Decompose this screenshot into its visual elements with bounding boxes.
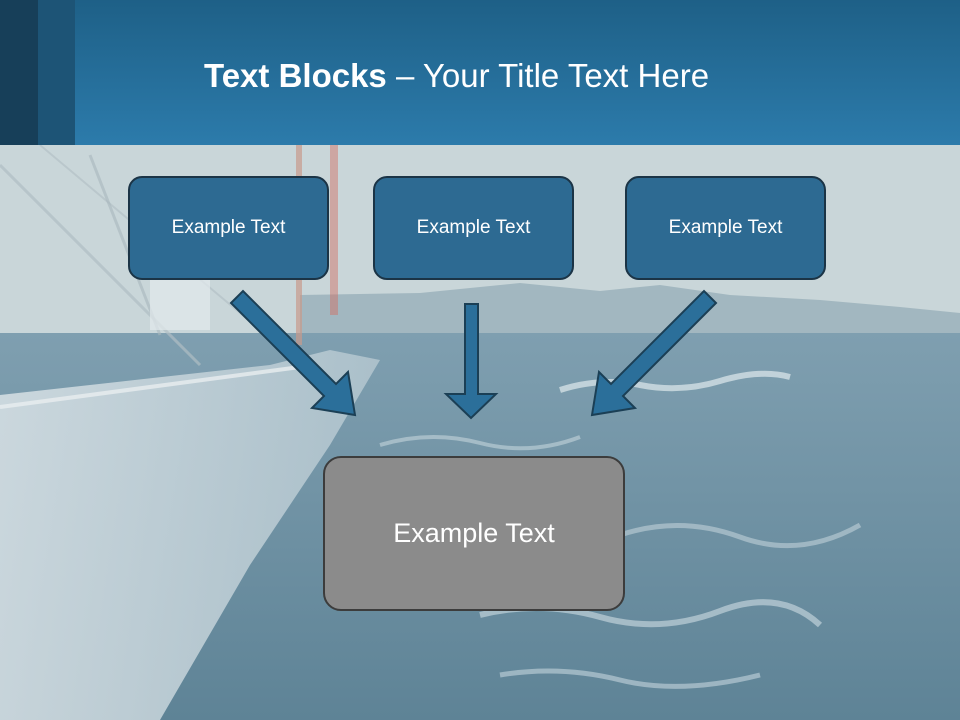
slide-title-rest: – Your Title Text Here [386, 57, 710, 94]
text-block-1-label: Example Text [171, 217, 286, 238]
header-accent-strip [38, 0, 75, 145]
text-block-1: Example Text [128, 176, 329, 280]
title-bar: Text Blocks – Your Title Text Here [0, 0, 960, 145]
text-block-2: Example Text [373, 176, 574, 280]
main-text-block-label: Example Text [393, 518, 555, 548]
slide-title: Text Blocks – Your Title Text Here [204, 52, 709, 100]
arrow-center-down [443, 303, 499, 420]
header-accent-strip [0, 0, 38, 145]
slide-title-bold: Text Blocks [204, 57, 387, 94]
arrow-right-diagonal [590, 289, 718, 417]
text-block-3-label: Example Text [668, 217, 783, 238]
main-text-block: Example Text [323, 456, 625, 611]
arrow-left-diagonal [229, 289, 357, 417]
text-block-2-label: Example Text [416, 217, 531, 238]
text-block-3: Example Text [625, 176, 826, 280]
